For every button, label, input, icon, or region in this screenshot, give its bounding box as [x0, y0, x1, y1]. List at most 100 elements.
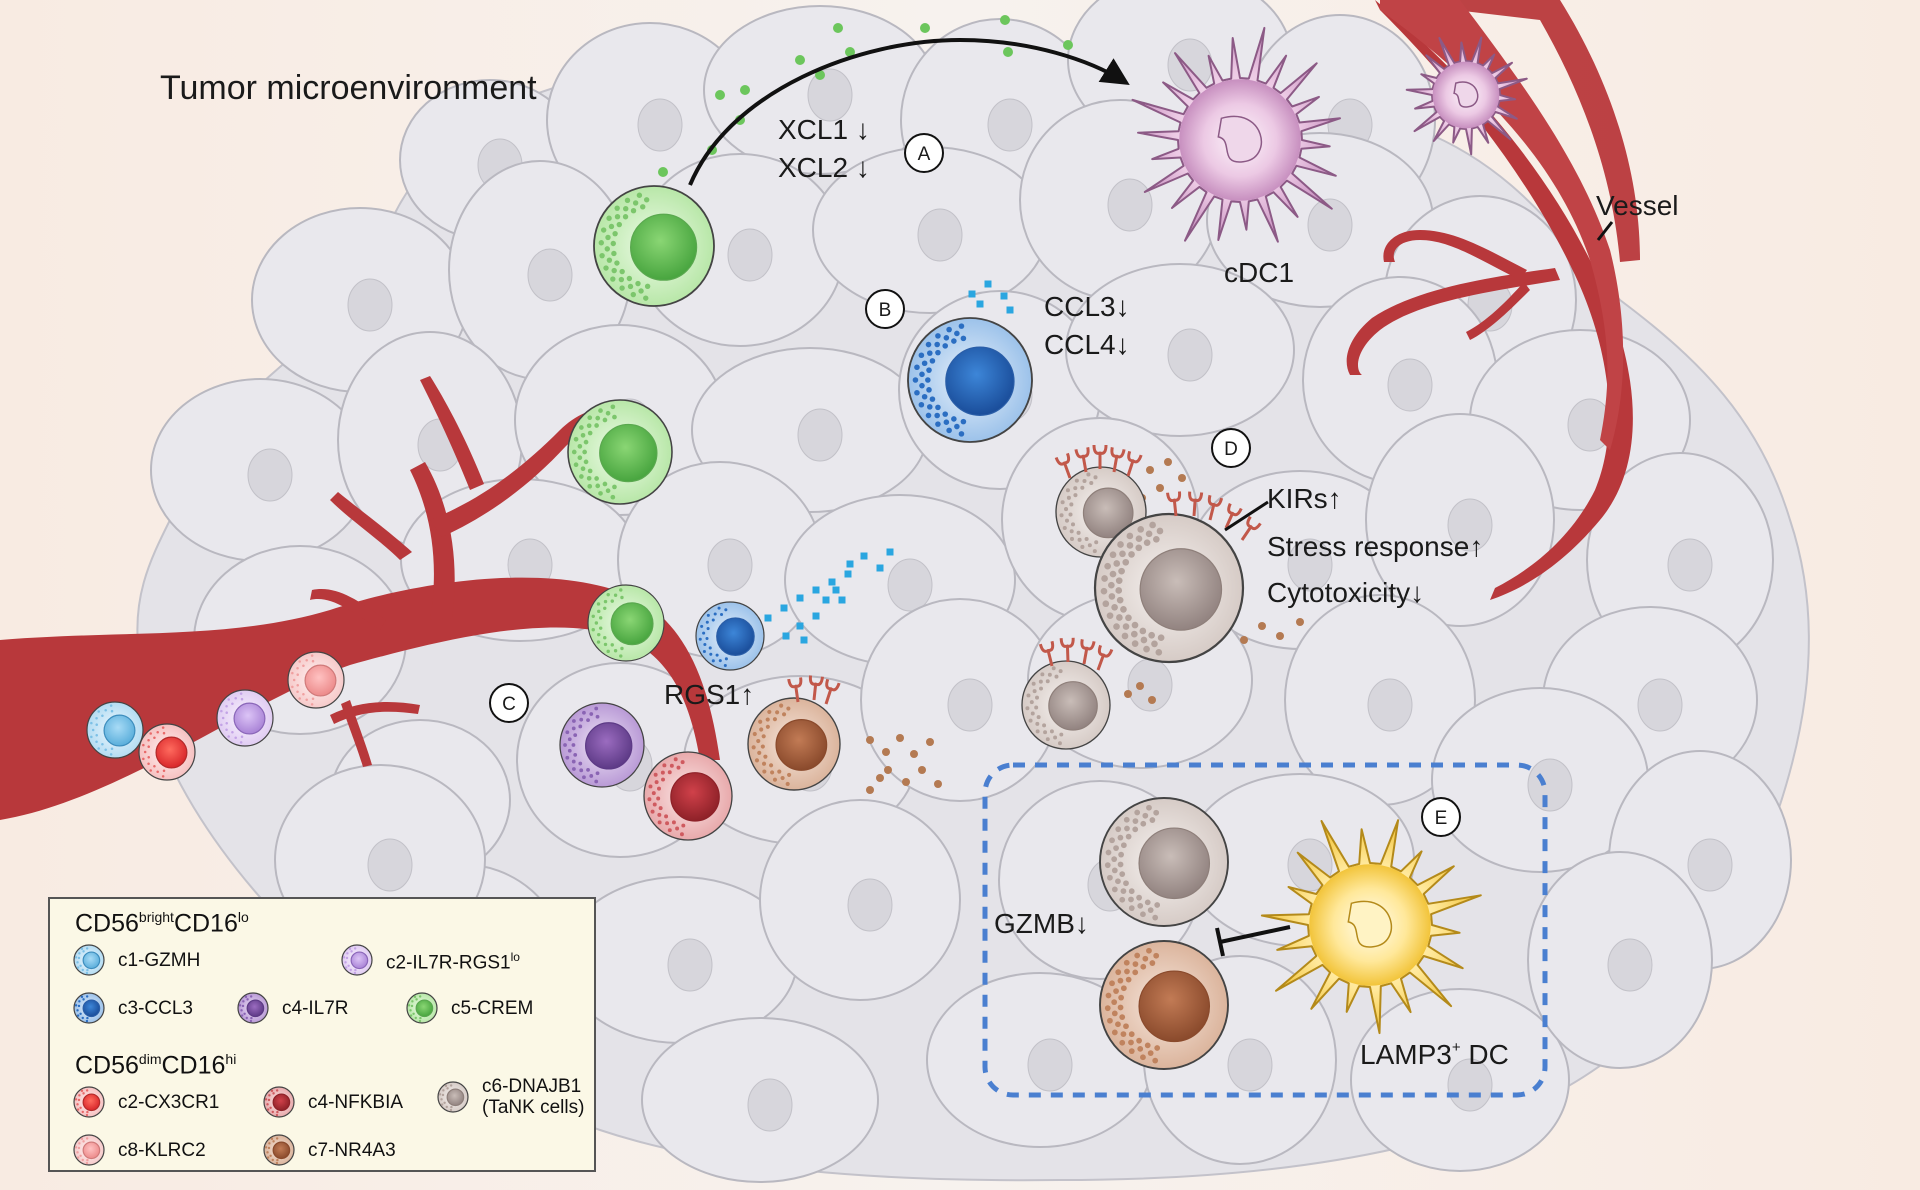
tumor-nucleus: [347, 278, 393, 332]
inhibition-arrow: [1215, 925, 1291, 957]
vessel-right: [1346, 0, 1640, 600]
kir-receptors: [1166, 491, 1262, 541]
tumor-nucleus: [847, 878, 893, 932]
legend-cell-icon: [73, 992, 105, 1024]
tumor-nucleus: [1527, 758, 1573, 812]
svg-text:D: D: [1224, 439, 1238, 460]
tumor-nucleus: [1447, 1058, 1493, 1112]
nk-cell-c5-crem-b: [567, 399, 673, 505]
tumor-nucleus: [367, 838, 413, 892]
legend-swatch: [72, 1085, 106, 1119]
tumor-nucleus: [1637, 678, 1683, 732]
nk-cell-c8-klrc2: [287, 651, 345, 709]
svg-text:E: E: [1435, 808, 1448, 829]
tumor-nucleus: [1167, 328, 1213, 382]
legend-swatch: [262, 1085, 296, 1119]
vessel-pointer: [1596, 221, 1614, 241]
legend-cell-icon: [263, 1134, 295, 1166]
tumor-nucleus: [1607, 938, 1653, 992]
tumor-nucleus: [947, 678, 993, 732]
tumor-nucleus: [1387, 358, 1433, 412]
vessel-left: [0, 376, 720, 820]
rgs1-label: RGS1↑: [664, 679, 754, 710]
legend-cell-icon: [406, 992, 438, 1024]
legend: CD56brightCD16lo CD56dimCD16hi c1-GZMH c…: [48, 897, 596, 1172]
legend-swatch: [262, 1133, 296, 1167]
nk-cell-c4-il7r: [559, 702, 645, 788]
lamp3-dc-cell: [1260, 819, 1482, 1035]
marker-b: B: [865, 289, 905, 329]
kirs-label: KIRs↑: [1267, 483, 1342, 514]
kir-pointer: [1224, 500, 1269, 532]
kir-receptors: [1038, 637, 1114, 671]
marker-d: D: [1211, 428, 1251, 468]
tumor-nucleus: [1667, 538, 1713, 592]
legend-cell-icon: [341, 944, 373, 976]
marker-e: E: [1421, 797, 1461, 837]
nk-cells: [86, 185, 1262, 1070]
nk-cell-c1-gzmh: [86, 701, 144, 759]
gzmb-label: GZMB↓: [994, 908, 1089, 939]
tumor-nucleus: [1447, 498, 1493, 552]
cdc1-label: cDC1: [1224, 257, 1294, 288]
stress-response-label: Stress response↑: [1267, 531, 1483, 562]
nk-cell-c2-il7r-rgs1: [216, 689, 274, 747]
legend-swatch: [340, 943, 374, 977]
tumor-nucleus: [1687, 838, 1733, 892]
xcl2-label: XCL2 ↓: [778, 152, 870, 183]
tumor-nucleus: [747, 1078, 793, 1132]
tumor-nucleus: [637, 98, 683, 152]
tumor-nucleus: [1167, 38, 1213, 92]
nk-cell-c5-crem-c: [587, 584, 665, 662]
legend-cell-icon: [73, 1086, 105, 1118]
legend-item-c1-gzmh: c1-GZMH: [72, 943, 200, 977]
tumor-nucleus: [247, 448, 293, 502]
legend-swatch: [436, 1080, 470, 1114]
marker-c: C: [489, 683, 529, 723]
nk-cell-c7-nr4a3-b: [1099, 940, 1229, 1070]
legend-cell-icon: [73, 1134, 105, 1166]
ccl4-label: CCL4↓: [1044, 329, 1130, 360]
svg-text:C: C: [502, 694, 516, 715]
diagram-title: Tumor microenvironment: [160, 69, 537, 107]
nk-cell-c2-cx3cr1: [138, 723, 196, 781]
legend-swatch: [236, 991, 270, 1025]
legend-cell-icon: [437, 1081, 469, 1113]
kir-receptors: [1054, 444, 1143, 479]
vessel-dendritic-cell: [1405, 36, 1528, 156]
nk-cell-c7-nr4a3-a: [747, 697, 841, 791]
tumor-nucleus: [667, 938, 713, 992]
legend-group-dim-title: CD56dimCD16hi: [75, 1051, 237, 1080]
nk-cell-c6-dnajb1-c: [1021, 660, 1111, 750]
lamp3-interaction-box: [982, 762, 1548, 1098]
nk-cell-c6-dnajb1-d: [1099, 797, 1229, 927]
tumor-nucleus: [1227, 1038, 1273, 1092]
nk-cell-c3-ccl3-b: [695, 601, 765, 671]
legend-cell-icon: [73, 944, 105, 976]
tumor-nucleus: [917, 208, 963, 262]
tumor-nucleus: [887, 558, 933, 612]
legend-swatch: [72, 1133, 106, 1167]
ccl-chemokine-dots: [764, 280, 1014, 644]
tumor-nucleus: [807, 68, 853, 122]
legend-item-c2-cx3cr1: c2-CX3CR1: [72, 1085, 219, 1119]
svg-text:B: B: [879, 300, 892, 321]
legend-swatch: [72, 991, 106, 1025]
marker-a: A: [904, 133, 944, 173]
tumor-nucleus: [527, 248, 573, 302]
legend-swatch: [405, 991, 439, 1025]
nk-cell-c5-crem-a: [593, 185, 715, 307]
ccl3-label: CCL3↓: [1044, 291, 1130, 322]
vessel-label: Vessel: [1596, 190, 1679, 221]
cytotoxicity-label: Cytotoxicity↓: [1267, 577, 1424, 608]
legend-item-c4-nfkbia: c4-NFKBIA: [262, 1085, 403, 1119]
xcl-arrow: [688, 37, 1130, 186]
legend-group-bright-title: CD56brightCD16lo: [75, 909, 249, 938]
legend-item-c4-il7r: c4-IL7R: [236, 991, 349, 1025]
nk-cell-c6-dnajb1-b: [1093, 512, 1245, 664]
xcl1-label: XCL1 ↓: [778, 114, 870, 145]
tumor-nucleus: [1107, 178, 1153, 232]
tumor-nucleus: [1307, 198, 1353, 252]
legend-cell-icon: [263, 1086, 295, 1118]
